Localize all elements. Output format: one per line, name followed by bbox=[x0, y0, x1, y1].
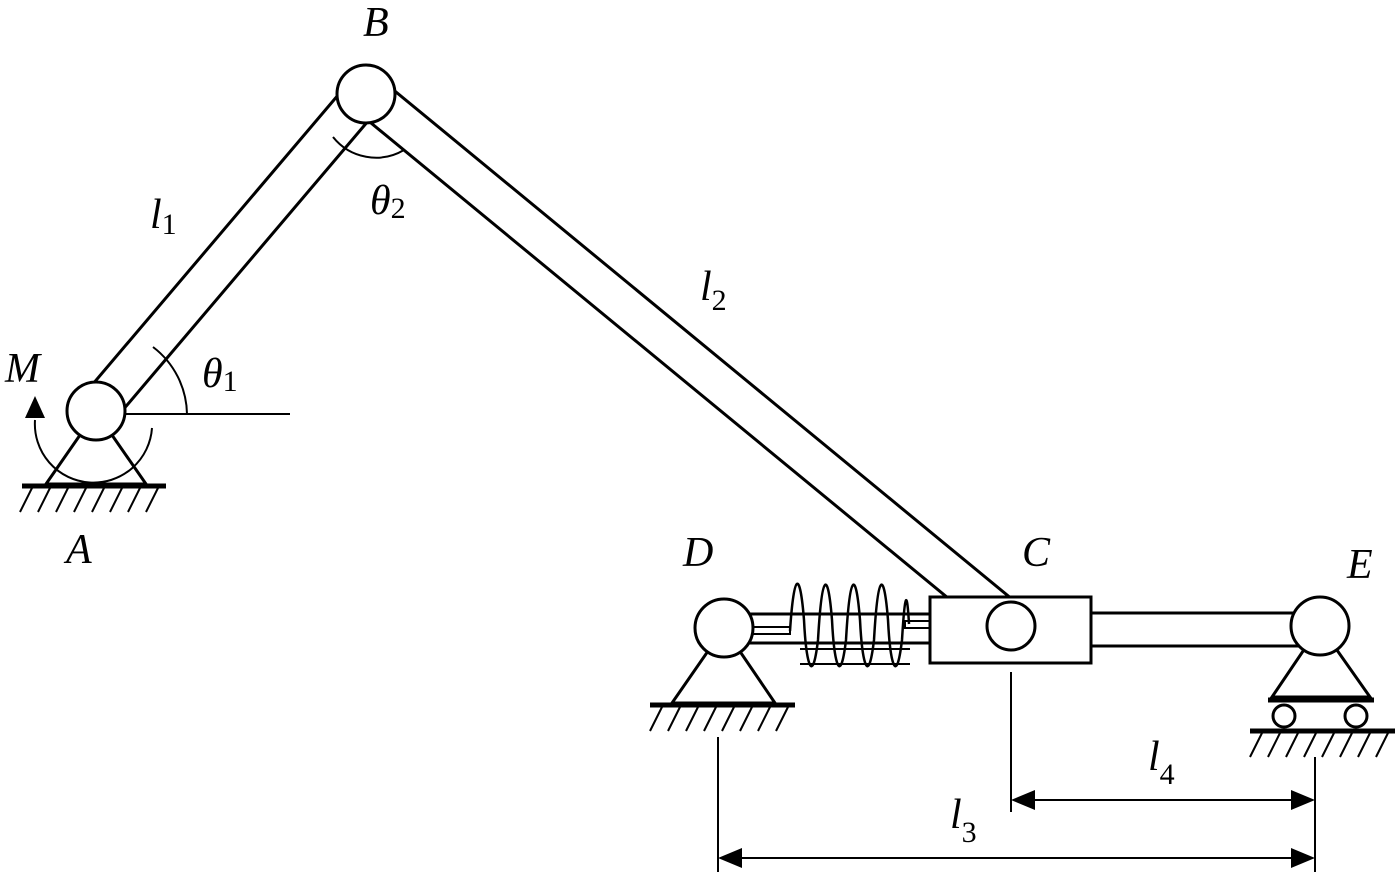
label-l2: l2 bbox=[700, 264, 727, 317]
label-l3: l3 bbox=[950, 792, 977, 849]
joint-d bbox=[693, 597, 755, 659]
link-l2 bbox=[353, 76, 1025, 642]
angle-arc-theta2 bbox=[332, 136, 405, 159]
label-point-d: D bbox=[682, 530, 713, 576]
dimension-l3 bbox=[717, 737, 1315, 872]
joint-c bbox=[985, 600, 1037, 652]
link-l1 bbox=[79, 80, 382, 425]
ground-support-e-roller bbox=[1249, 623, 1395, 758]
link-ce bbox=[1090, 611, 1300, 648]
ground-support-d bbox=[649, 625, 795, 732]
label-moment: M bbox=[4, 346, 42, 392]
label-point-a: A bbox=[63, 527, 92, 573]
joint-e bbox=[1289, 595, 1351, 657]
label-l1: l1 bbox=[150, 192, 177, 241]
joint-a bbox=[65, 380, 127, 442]
dimension-l4 bbox=[1010, 672, 1316, 872]
angle-arc-theta1 bbox=[152, 346, 188, 415]
joint-b bbox=[335, 63, 397, 125]
moment-arrow bbox=[25, 396, 153, 484]
label-point-b: B bbox=[363, 0, 389, 46]
label-l4: l4 bbox=[1148, 734, 1175, 791]
label-point-c: C bbox=[1022, 530, 1051, 576]
label-theta1: θ1 bbox=[202, 351, 238, 398]
label-theta2: θ2 bbox=[370, 178, 406, 225]
ground-support-a bbox=[19, 409, 166, 513]
spring-damper-dc bbox=[745, 582, 931, 668]
label-point-e: E bbox=[1346, 542, 1373, 588]
